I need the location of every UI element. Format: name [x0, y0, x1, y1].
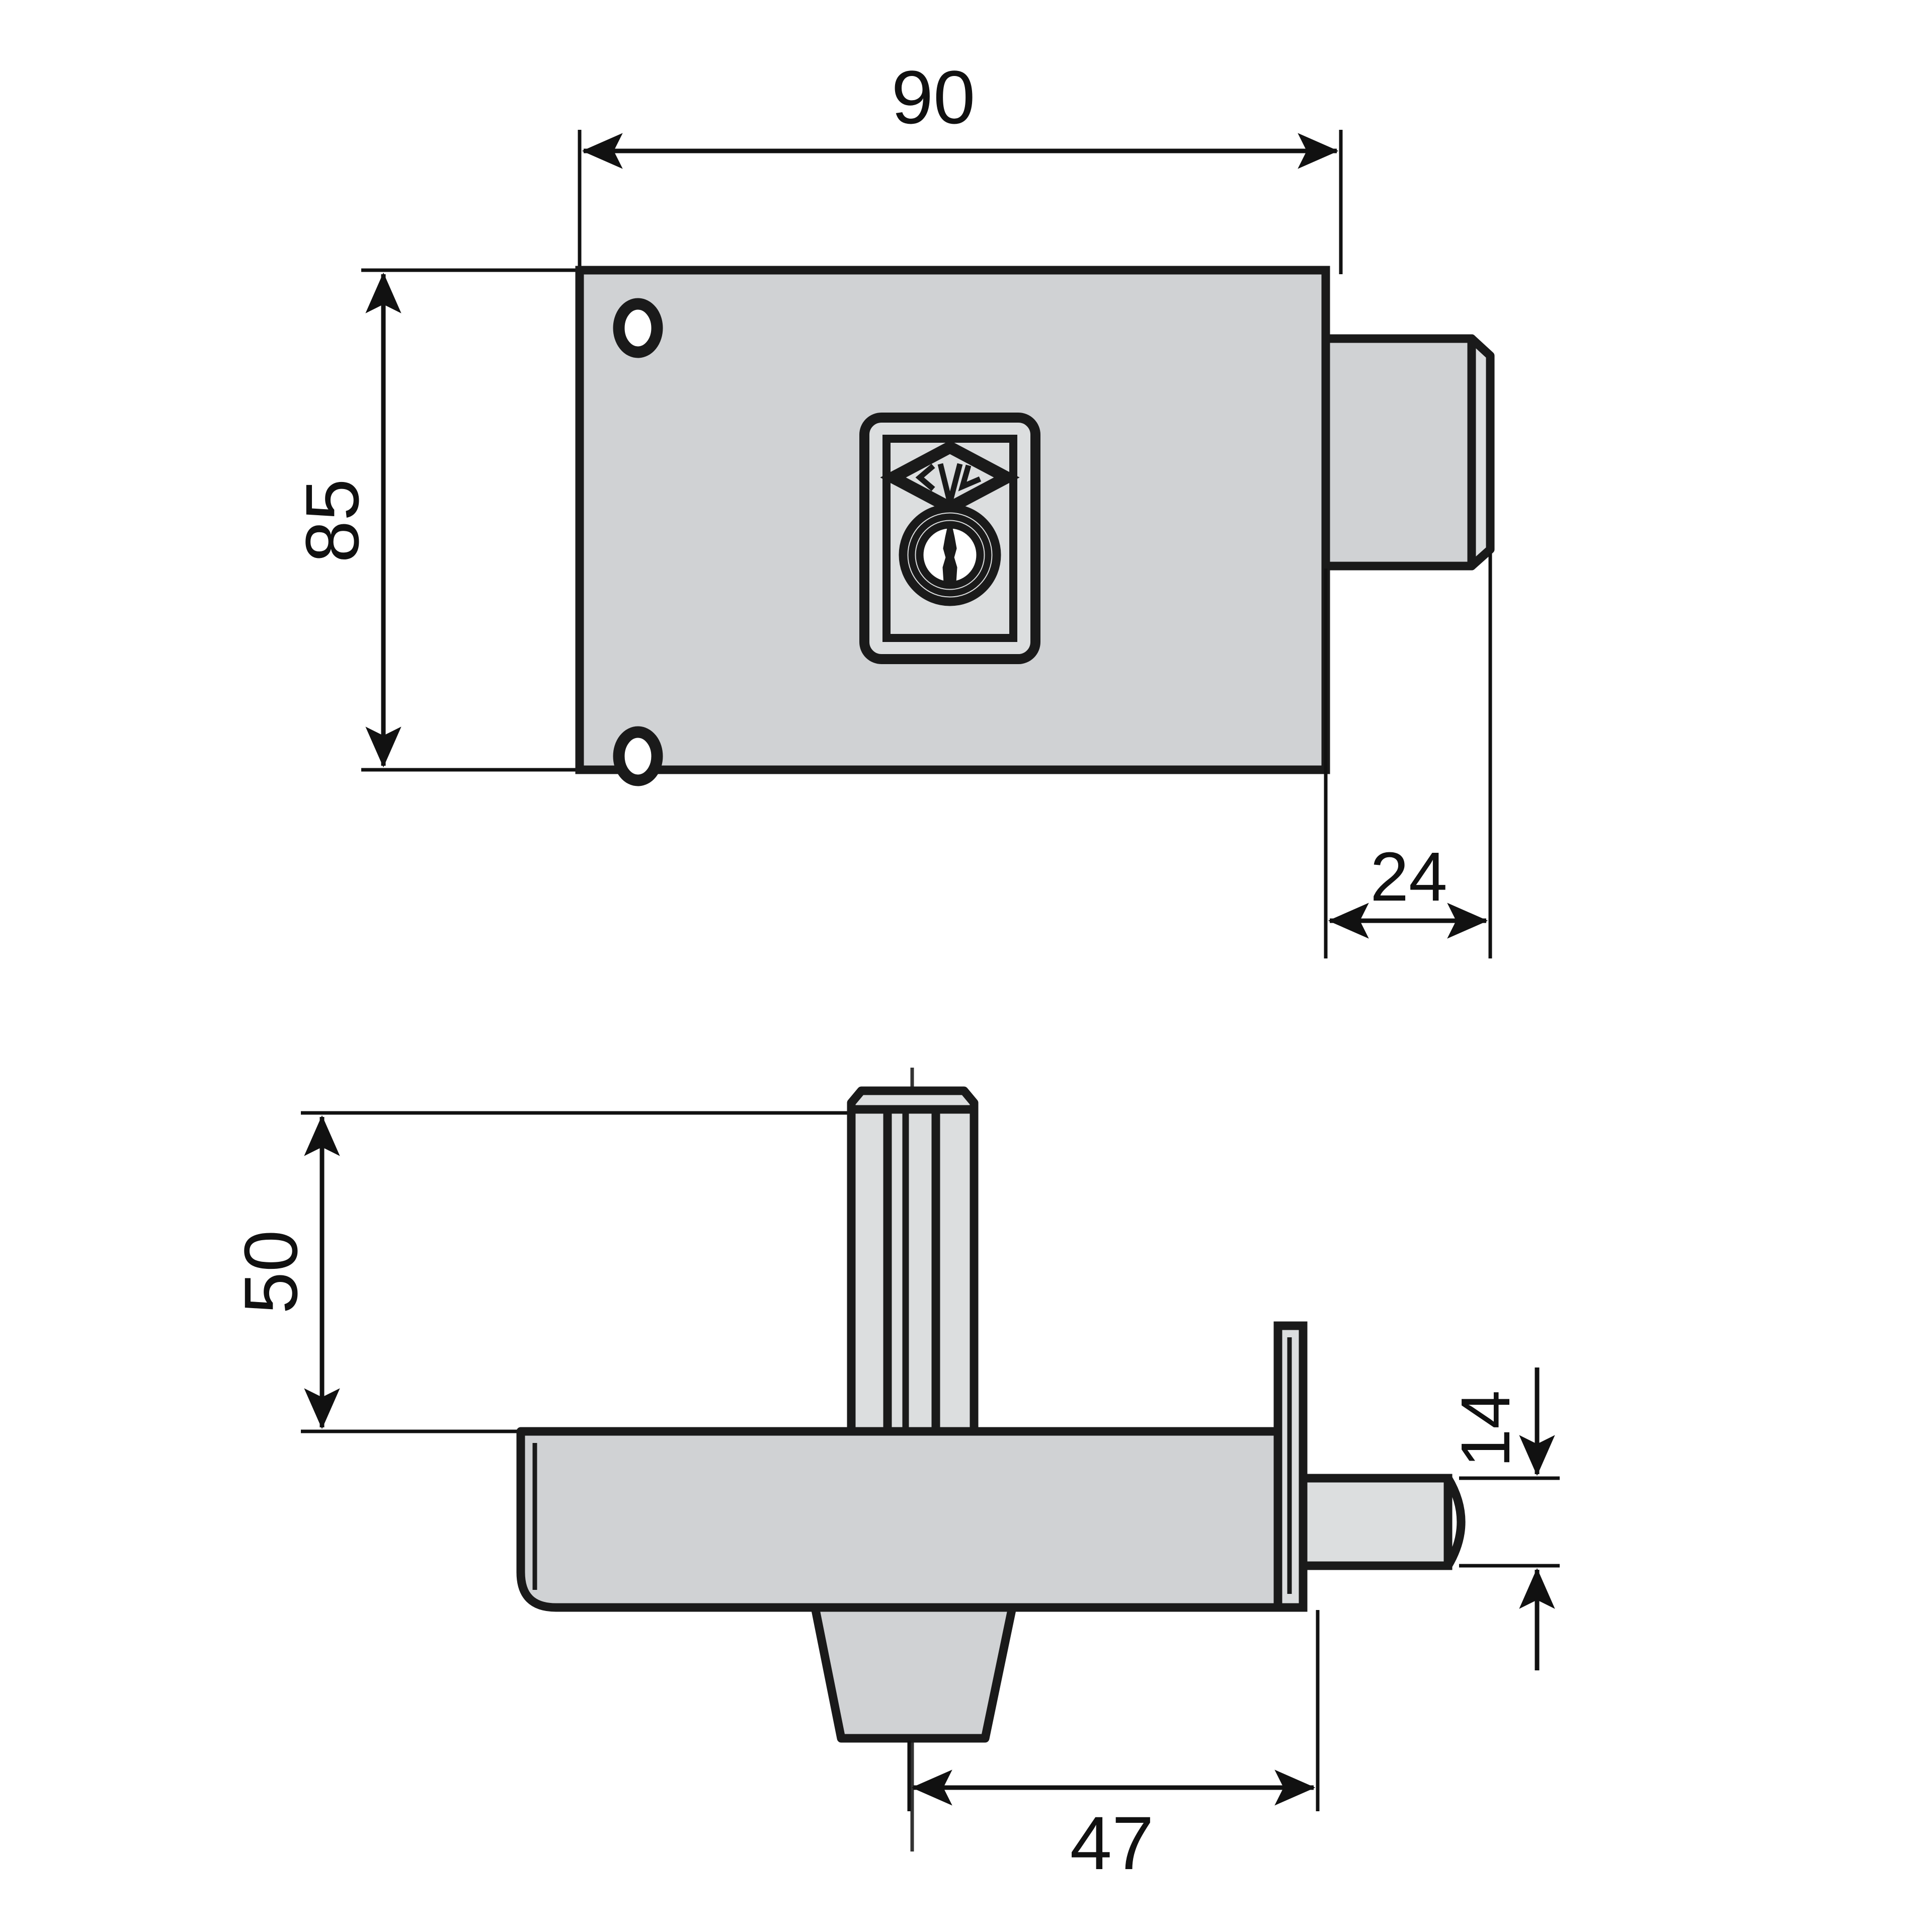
dim-label-47: 47: [1070, 1801, 1154, 1885]
cylinder-ring-middle: [908, 513, 992, 597]
dim-label-24: 24: [1370, 838, 1447, 916]
dim-label-85: 85: [290, 479, 374, 563]
barrel-shaft: [847, 1105, 979, 1438]
dim-case-47: 47: [907, 1610, 1320, 1885]
screw-hole-bottom: [613, 726, 663, 786]
dim-label-14: 14: [1447, 1390, 1524, 1468]
dim-label-90: 90: [892, 55, 976, 139]
key-guide-wedge: [811, 1603, 1017, 1743]
bolt-projection: [1291, 1474, 1466, 1570]
bolt-body: [1321, 334, 1476, 571]
dim-depth-50: 50: [228, 1111, 855, 1433]
lock-case-section: [516, 1427, 1286, 1612]
logo-letter-c: [915, 463, 935, 492]
keyway-slot: [942, 522, 957, 585]
bolt-chamfer-face: [1467, 334, 1495, 571]
screw-hole-top: [613, 298, 663, 358]
plan-view: 50: [228, 1068, 1560, 1885]
cylinder-barrel: [847, 1086, 979, 1438]
keyhole-cylinder: [899, 504, 1001, 606]
front-view: 90 85: [290, 55, 1495, 958]
dim-bolt-24: 24: [1324, 553, 1492, 958]
deadbolt: [1321, 334, 1495, 571]
logo-letter-v-left: [937, 463, 953, 504]
dim-bolt-14: 14: [1447, 1367, 1560, 1670]
logo-letter-l: [958, 464, 982, 492]
logo-letter-v-right: [947, 463, 963, 504]
bolt-plan-body: [1291, 1474, 1453, 1570]
lock-body-plate: [575, 266, 1330, 774]
dim-width-90: 90: [578, 55, 1343, 274]
faceplate-flange: [1273, 1321, 1308, 1612]
dim-label-50: 50: [228, 1230, 313, 1314]
dim-height-85: 85: [290, 268, 576, 772]
bolt-round-tip: [1444, 1476, 1466, 1568]
